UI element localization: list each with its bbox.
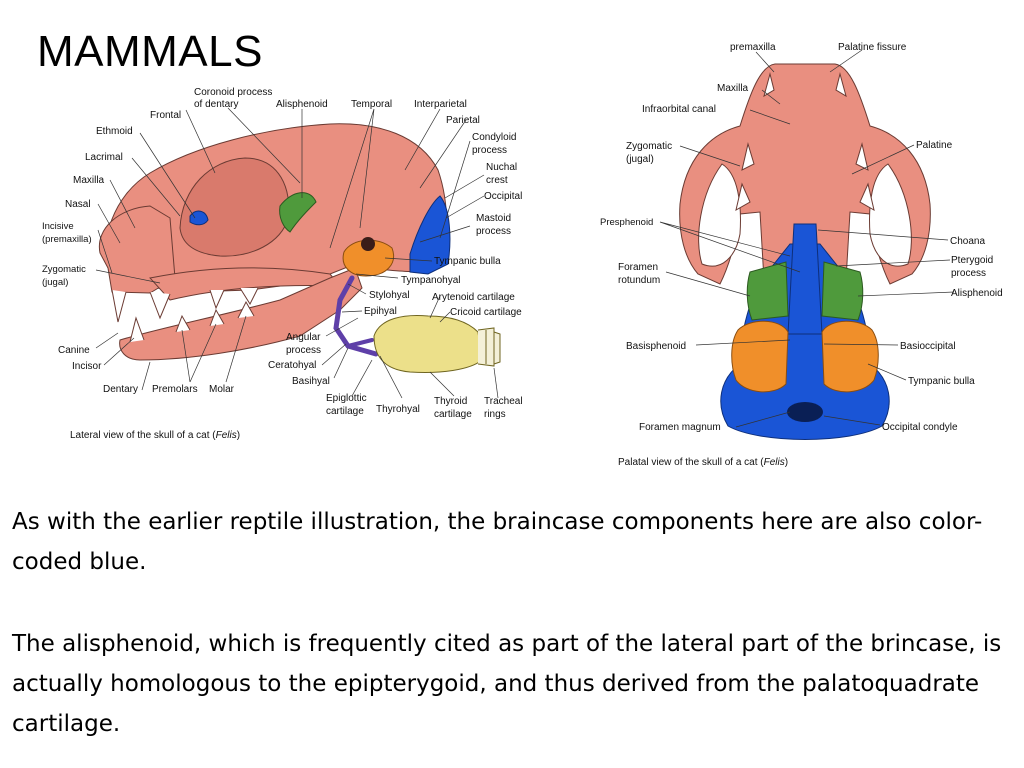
label-premaxilla: premaxilla	[730, 42, 776, 53]
label-thyroid-cartilage-line2: cartilage	[434, 409, 472, 420]
hyoid-apparatus	[333, 275, 379, 357]
tracheal-rings	[477, 327, 501, 367]
palatal-bulla-left	[731, 320, 789, 393]
label-foramen-magnum: Foramen magnum	[639, 422, 721, 433]
label-condyloid-process: Condyloid	[472, 132, 516, 143]
label-tympanohyal: Tympanohyal	[401, 275, 460, 286]
label-canine: Canine	[58, 345, 90, 356]
label-occipital: Occipital	[484, 191, 522, 202]
label-mastoid-process: Mastoid	[476, 213, 511, 224]
label-thyrohyal: Thyrohyal	[376, 404, 420, 415]
auditory-meatus	[361, 237, 375, 251]
palatal-skull-drawing	[679, 63, 931, 440]
palatal-leader-lines	[659, 49, 955, 428]
label-nuchal-crest: Nuchal	[486, 162, 517, 173]
label-zygomatic-line2: (jugal)	[42, 277, 68, 288]
ethmoid-bone	[189, 210, 209, 226]
palatal-alisphenoid-left	[746, 261, 789, 321]
label-alisphenoid: Alisphenoid	[951, 288, 1003, 299]
label-nasal: Nasal	[65, 199, 91, 210]
lateral-skull-figure: Coronoid process of dentary Frontal Alis…	[42, 87, 523, 441]
occipital-bone	[409, 195, 451, 275]
label-incisive-line2: (premaxilla)	[42, 234, 92, 245]
label-tympanic-bulla: Tympanic bulla	[434, 256, 501, 267]
label-alisphenoid: Alisphenoid	[276, 99, 328, 110]
label-ceratohyal: Ceratohyal	[268, 360, 316, 371]
label-nuchal-crest-line2: crest	[486, 175, 508, 186]
larynx-cartilages	[373, 315, 483, 373]
label-epiglottic-cartilage: Epiglottic	[326, 393, 367, 404]
right-temporal-fossa	[869, 163, 912, 267]
palatal-bulla-right	[821, 320, 879, 393]
label-coronoid-process-line2: of dentary	[194, 99, 238, 110]
label-interparietal: Interparietal	[414, 99, 467, 110]
label-foramen-rotundum-line2: rotundum	[618, 275, 660, 286]
label-incisor: Incisor	[72, 361, 102, 372]
label-tympanic-bulla: Tympanic bulla	[908, 376, 975, 387]
thyrohyal-bone	[346, 338, 374, 348]
label-epiglottic-cartilage-line2: cartilage	[326, 406, 364, 417]
palatal-upper-teeth	[735, 72, 875, 212]
label-arytenoid-cartilage: Arytenoid cartilage	[432, 292, 515, 303]
label-occipital-condyle: Occipital condyle	[882, 422, 958, 433]
label-foramen-rotundum: Foramen	[618, 262, 658, 273]
label-choana: Choana	[950, 236, 985, 247]
label-zygomatic-line2: (jugal)	[626, 154, 654, 165]
alisphenoid-bone	[279, 192, 317, 233]
label-basisphenoid: Basisphenoid	[626, 341, 686, 352]
palatal-caption: Palatal view of the skull of a cat (Feli…	[618, 457, 788, 468]
label-basioccipital: Basioccipital	[900, 341, 956, 352]
slide-title: MAMMALS	[37, 27, 263, 76]
label-presphenoid: Presphenoid	[600, 217, 653, 228]
lateral-leader-lines	[95, 107, 499, 399]
basisphenoid-column	[787, 223, 823, 335]
label-maxilla: Maxilla	[717, 83, 749, 94]
label-infraorbital-canal: Infraorbital canal	[642, 104, 716, 115]
label-angular-process: Angular	[286, 332, 321, 343]
label-parietal: Parietal	[446, 115, 480, 126]
lateral-caption: Lateral view of the skull of a cat (Feli…	[70, 430, 240, 441]
lateral-labels: Coronoid process of dentary Frontal Alis…	[42, 87, 523, 420]
palatal-labels: premaxilla Palatine fissure Maxilla Infr…	[600, 42, 1003, 433]
label-dentary: Dentary	[103, 384, 138, 395]
label-thyroid-cartilage: Thyroid	[434, 396, 467, 407]
label-tracheal-rings: Tracheal	[484, 396, 523, 407]
body-paragraph-2: The alisphenoid, which is frequently cit…	[12, 631, 1002, 737]
label-condyloid-process-line2: process	[472, 145, 507, 156]
palatal-alisphenoid-right	[821, 261, 864, 321]
label-incisive: Incisive	[42, 221, 74, 232]
label-pterygoid-process: Pterygoid	[951, 255, 993, 266]
label-stylohyal: Stylohyal	[369, 290, 410, 301]
label-coronoid-process: Coronoid process	[194, 87, 272, 98]
label-ethmoid: Ethmoid	[96, 126, 133, 137]
label-basihyal: Basihyal	[292, 376, 330, 387]
body-paragraph-1: As with the earlier reptile illustration…	[12, 509, 983, 575]
label-epihyal: Epihyal	[364, 306, 397, 317]
label-palatine-fissure: Palatine fissure	[838, 42, 907, 53]
label-tracheal-rings-line2: rings	[484, 409, 506, 420]
label-palatine: Palatine	[916, 140, 953, 151]
lower-teeth-shape	[129, 300, 255, 343]
label-molar: Molar	[209, 384, 235, 395]
label-premolars: Premolars	[152, 384, 198, 395]
label-zygomatic: Zygomatic	[626, 141, 672, 152]
label-pterygoid-process-line2: process	[951, 268, 986, 279]
label-frontal: Frontal	[150, 110, 181, 121]
lateral-skull-drawing	[98, 123, 501, 373]
label-maxilla: Maxilla	[73, 175, 105, 186]
label-angular-process-line2: process	[286, 345, 321, 356]
palatal-skull-figure: premaxilla Palatine fissure Maxilla Infr…	[600, 42, 1003, 468]
upper-teeth-shape	[111, 287, 259, 323]
label-mastoid-process-line2: process	[476, 226, 511, 237]
label-cricoid-cartilage: Cricoid cartilage	[450, 307, 522, 318]
foramen-magnum-shape	[787, 402, 823, 422]
label-temporal: Temporal	[351, 99, 392, 110]
label-zygomatic: Zygomatic	[42, 264, 86, 275]
label-lacrimal: Lacrimal	[85, 152, 123, 163]
